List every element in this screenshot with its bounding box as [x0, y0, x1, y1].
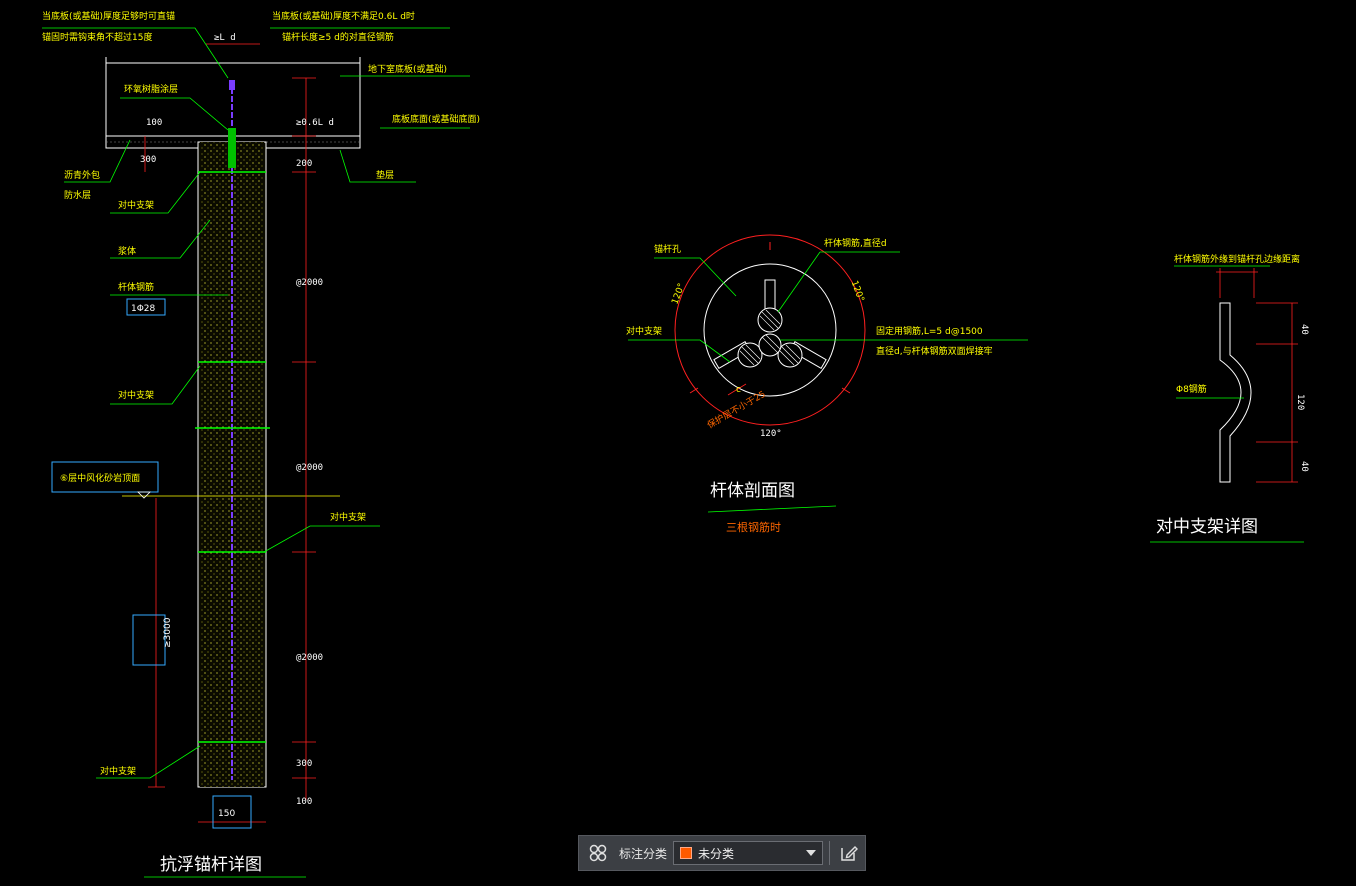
label-centralizer-2: 对中支架	[118, 389, 154, 401]
label-section-centralizer: 对中支架	[626, 325, 662, 337]
dim-anchor-len: ≥3000	[163, 617, 173, 648]
angle-right: 120°	[849, 279, 866, 303]
label-centralizer-4: 对中支架	[100, 765, 136, 777]
note-insufficient-thickness: 当底板(或基础)厚度不满足0.6L d时	[272, 10, 415, 22]
dim-2000-2: @2000	[296, 463, 323, 473]
label-slab-bottom: 底板底面(或基础底面)	[392, 113, 480, 125]
label-bitumen-wrap: 沥青外包	[64, 169, 100, 181]
label-support-top: 杆体钢筋外缘到锚杆孔边缘距离	[1174, 253, 1300, 265]
category-select-value: 未分类	[698, 846, 735, 861]
label-centralizer-3: 对中支架	[330, 511, 366, 523]
annotation-category-label: 标注分类	[619, 846, 668, 861]
note-hook-angle: 锚固时需钩束角不超过15度	[42, 31, 152, 43]
dim-100-top: 100	[146, 118, 162, 128]
anchor-detail-drawing	[42, 27, 470, 878]
label-section-rod-bar: 杆体钢筋,直径d	[824, 237, 887, 249]
dim-2000-1: @2000	[296, 278, 323, 288]
label-fix-bar-1: 固定用钢筋,L=5 d@1500	[876, 325, 983, 337]
label-waterproof-layer: 防水层	[64, 189, 91, 201]
grid-icon[interactable]	[585, 840, 611, 866]
rod-spec-box	[126, 298, 166, 316]
dim-100-bot: 100	[296, 797, 312, 807]
label-basement-slab: 地下室底板(或基础)	[368, 63, 447, 75]
subtitle-section: 三根钢筋时	[726, 520, 781, 534]
anchor-len-box	[132, 614, 166, 666]
label-grout: 浆体	[118, 245, 136, 257]
dim-06ld: ≥0.6L d	[296, 118, 334, 128]
label-centralizer-1: 对中支架	[118, 199, 154, 211]
rock-top-box	[51, 461, 159, 493]
label-waterproof-coating: 环氧树脂涂层	[124, 83, 178, 95]
label-rod-bar: 杆体钢筋	[118, 281, 154, 293]
label-anchor-hole: 锚杆孔	[654, 243, 681, 255]
label-fix-bar-2: 直径d,与杆体钢筋双面焊接牢	[876, 345, 993, 357]
title-section: 杆体剖面图	[710, 481, 795, 501]
dim-300-bot: 300	[296, 759, 312, 769]
label-sand-layer: 垫层	[376, 169, 394, 181]
dim-pl: ≥L d	[214, 33, 236, 43]
support-detail-drawing	[1150, 265, 1304, 543]
note-rod-length: 锚杆长度≥5 d的对直径钢筋	[282, 31, 394, 43]
category-color-swatch	[680, 847, 693, 859]
dim-200: 200	[296, 159, 312, 169]
dia-box	[212, 795, 252, 829]
title-support: 对中支架详图	[1156, 517, 1258, 537]
dim-support-120: 120	[1295, 394, 1305, 410]
angle-bottom: 120°	[760, 429, 782, 439]
chevron-down-icon	[806, 850, 817, 856]
rod-section-drawing	[628, 234, 1028, 513]
note-direct-anchor: 当底板(或基础)厚度足够时可直锚	[42, 10, 175, 22]
annotation-category-select[interactable]: 未分类	[673, 841, 824, 865]
label-support-bar: Φ8钢筋	[1176, 383, 1207, 395]
dim-support-40-top: 40	[1299, 324, 1309, 335]
rod-spec: 1Φ28	[131, 304, 156, 314]
dim-2000-3: @2000	[296, 653, 323, 663]
dim-dia: 150	[218, 809, 235, 819]
toolbar-divider	[829, 841, 831, 865]
dim-300-top: 300	[140, 155, 156, 165]
dim-support-40-bot: 40	[1299, 461, 1309, 472]
title-anchor-detail: 抗浮锚杆详图	[160, 855, 262, 875]
angle-left: 120°	[670, 282, 687, 306]
elevation-marker-icon	[137, 491, 151, 499]
edit-icon[interactable]	[836, 840, 862, 866]
label-rock-top: ⑥层中风化砂岩顶面	[60, 472, 140, 484]
annotation-toolbar: 标注分类 未分类	[578, 835, 866, 871]
label-c: c	[736, 385, 741, 395]
